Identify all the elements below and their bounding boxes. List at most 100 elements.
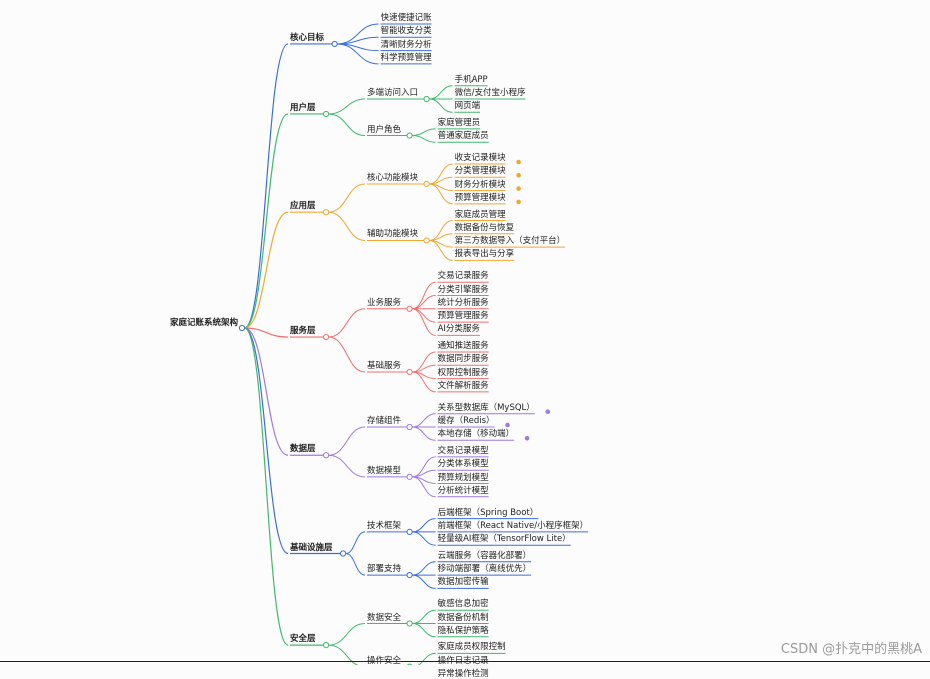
leaf-node[interactable]: 关系型数据库（MySQL） — [437, 402, 535, 413]
expand-node-icon[interactable] — [406, 305, 413, 312]
leaf-node[interactable]: 分类体系模型 — [437, 459, 489, 470]
expand-node-icon[interactable] — [423, 180, 430, 188]
leaf-node[interactable]: 预算管理服务 — [437, 311, 489, 322]
sub-branch-node[interactable]: 操作安全 — [367, 656, 401, 666]
leaf-node[interactable]: 家庭成员权限控制 — [437, 642, 506, 653]
expand-node-icon[interactable] — [238, 324, 246, 332]
watermark: CSDN @扑克中的黑桃A — [780, 642, 922, 657]
expand-node-icon[interactable] — [340, 550, 347, 557]
sub-branch-node[interactable]: 业务服务 — [367, 297, 402, 308]
leaf-node[interactable]: 普通家庭成员 — [437, 131, 489, 142]
leaf-node[interactable]: 分类引擎服务 — [437, 284, 489, 295]
branch-node-6[interactable]: 安全层 — [290, 634, 316, 645]
expand-node-icon[interactable] — [323, 452, 330, 459]
leaf-node[interactable]: 后端框架（Spring Boot） — [437, 507, 539, 518]
expand-node-icon[interactable] — [323, 209, 330, 216]
branch-link — [412, 295, 436, 310]
sub-branch-node[interactable]: 用户角色 — [367, 124, 402, 135]
leaf-node[interactable]: 手机APP — [454, 74, 488, 85]
leaf-node[interactable]: 交易记录模型 — [437, 445, 489, 456]
sub-branch-node[interactable]: 数据模型 — [367, 465, 402, 476]
leaf-node[interactable]: 家庭管理员 — [437, 117, 481, 128]
leaf-node[interactable]: 通知推送服务 — [437, 341, 489, 351]
leaf-node[interactable]: 数据加密传输 — [437, 577, 489, 588]
expand-node-icon[interactable] — [406, 473, 413, 480]
expand-node-icon[interactable] — [323, 642, 330, 649]
leaf-node[interactable]: 敏感信息加密 — [437, 599, 489, 610]
expand-node-icon[interactable] — [406, 132, 413, 139]
branch-link — [244, 327, 289, 338]
marker-dot-icon — [516, 173, 521, 178]
leaf-node[interactable]: 缓存（Redis） — [437, 416, 495, 426]
expand-node-icon[interactable] — [323, 110, 330, 118]
marker-dot-icon — [516, 159, 521, 165]
sub-branch-node[interactable]: 存储组件 — [367, 416, 402, 426]
branch-link — [412, 623, 436, 638]
branch-link — [412, 135, 436, 143]
leaf-node[interactable]: 本地存储（移动端） — [437, 429, 515, 440]
leaf-node[interactable]: 权限控制服务 — [437, 367, 489, 378]
marker-dot-icon — [524, 436, 530, 441]
sub-branch-node[interactable]: 基础服务 — [367, 360, 402, 371]
branch-node-0[interactable]: 核心目标 — [290, 32, 325, 43]
branch-link — [412, 128, 436, 137]
leaf-node[interactable]: 分析统计模型 — [437, 485, 489, 496]
sub-branch-node[interactable]: 辅助功能模块 — [367, 229, 419, 240]
leaf-node[interactable]: 统计分析服务 — [437, 297, 489, 308]
branch-link — [337, 43, 379, 65]
root-node[interactable]: 家庭记账系统架构 — [170, 318, 239, 328]
branch-node-1[interactable]: 用户层 — [290, 102, 316, 113]
leaf-node[interactable]: 操作日志记录 — [438, 656, 489, 666]
leaf-node[interactable]: 数据备份与恢复 — [454, 222, 515, 233]
sub-branch-node[interactable]: 多端访问入口 — [367, 88, 419, 98]
expand-node-icon[interactable] — [406, 423, 413, 431]
branch-link — [417, 652, 436, 665]
leaf-node[interactable]: 前端框架（React Native/小程序框架） — [437, 520, 589, 531]
branch-node-5[interactable]: 基础设施层 — [290, 542, 333, 553]
sub-branch-node[interactable]: 技术框架 — [367, 520, 402, 531]
branch-link — [244, 113, 289, 329]
leaf-node[interactable]: 第三方数据导入（支付平台） — [454, 236, 566, 247]
leaf-node[interactable]: 预算规划模型 — [437, 472, 489, 483]
leaf-node[interactable]: 交易记录服务 — [437, 271, 489, 282]
leaf-node[interactable]: 预算管理模块 — [454, 192, 506, 203]
leaf-node[interactable]: 分类管理模块 — [454, 166, 506, 177]
leaf-node[interactable]: 数据同步服务 — [437, 354, 489, 365]
leaf-node[interactable]: 文件解析服务 — [437, 380, 489, 391]
leaf-node[interactable]: 微信/支付宝小程序 — [454, 88, 526, 98]
leaf-node[interactable]: 清晰财务分析 — [380, 39, 432, 50]
leaf-node[interactable]: 隐私保护策略 — [437, 625, 489, 636]
leaf-node[interactable]: 轻量级AI框架（TensorFlow Lite） — [437, 534, 571, 545]
leaf-node[interactable]: 移动端部署（离线优先） — [437, 564, 532, 575]
expand-node-icon[interactable] — [406, 368, 413, 376]
leaf-node[interactable]: 收支记录模块 — [454, 153, 506, 163]
branch-node-4[interactable]: 数据层 — [290, 444, 316, 455]
leaf-node[interactable]: 科学预算管理 — [380, 52, 432, 63]
leaf-node[interactable]: 报表导出与分享 — [454, 249, 515, 260]
leaf-node[interactable]: 网页端 — [454, 101, 481, 112]
sub-branch-node[interactable]: 核心功能模块 — [367, 172, 419, 183]
branch-link — [244, 43, 289, 329]
leaf-node[interactable]: 快速便捷记账 — [380, 13, 432, 23]
branch-node-2[interactable]: 应用层 — [290, 201, 316, 212]
leaf-node[interactable]: 数据备份机制 — [437, 612, 489, 623]
leaf-node[interactable]: 智能收支分类 — [380, 26, 432, 37]
expand-node-icon[interactable] — [423, 95, 430, 103]
sub-branch-node[interactable]: 数据安全 — [367, 612, 402, 623]
expand-node-icon[interactable] — [406, 572, 413, 579]
leaf-node[interactable]: 异常操作检测 — [437, 669, 489, 679]
leaf-node[interactable]: 家庭成员管理 — [454, 209, 506, 220]
leaf-node[interactable]: 云端服务（容器化部署） — [437, 550, 532, 561]
marker-dot-icon — [516, 186, 521, 191]
expand-node-icon[interactable] — [406, 620, 413, 627]
sub-branch-node[interactable]: 部署支持 — [367, 564, 402, 575]
expand-node-icon[interactable] — [423, 237, 430, 244]
branch-link — [412, 518, 436, 533]
leaf-node[interactable]: AI分类服务 — [437, 324, 480, 335]
leaf-node[interactable]: 财务分析模块 — [454, 179, 506, 190]
expand-node-icon[interactable] — [406, 528, 413, 536]
expand-node-icon[interactable] — [331, 40, 338, 48]
branch-link — [412, 609, 436, 624]
branch-node-3[interactable]: 服务层 — [290, 326, 316, 337]
expand-node-icon[interactable] — [323, 333, 330, 341]
